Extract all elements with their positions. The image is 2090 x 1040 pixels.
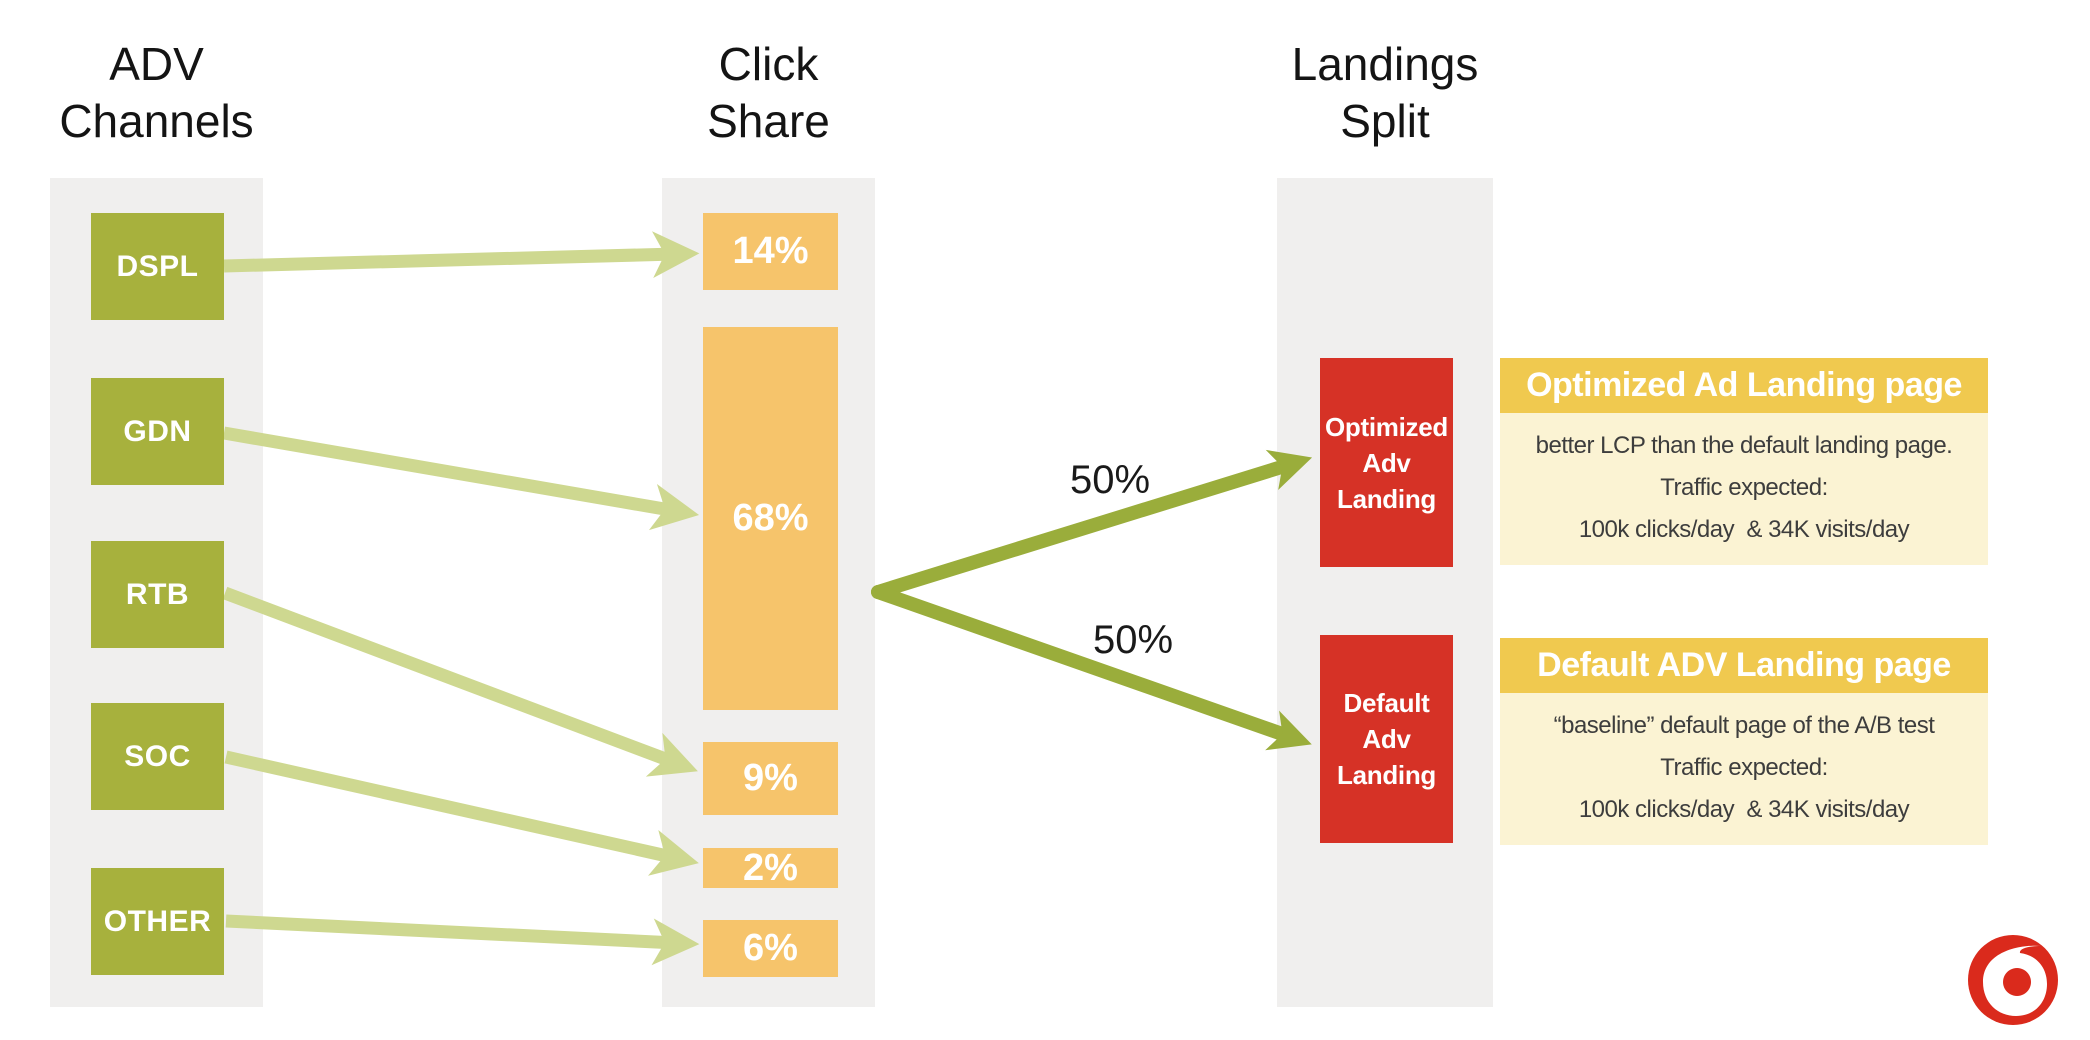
share-value-9: 9% (743, 757, 798, 799)
info-optimized-line1: better LCP than the default landing page… (1535, 432, 1953, 459)
arrow-rtb-to-9 (222, 586, 698, 777)
landings-split-title: Landings Split (1257, 36, 1513, 150)
share-value-2: 2% (743, 846, 798, 889)
info-box-optimized-header: Optimized Ad Landing page (1500, 358, 1988, 413)
channel-label-rtb: RTB (125, 577, 190, 611)
landings-split-panel (1277, 178, 1493, 1007)
share-value-14: 14% (732, 230, 809, 272)
share-box-9: 9% (703, 742, 838, 815)
arrow-soc-to-2 (224, 750, 699, 876)
adv-channels-title-line1: ADV (109, 38, 204, 90)
share-box-14: 14% (703, 213, 838, 290)
share-box-2: 2% (703, 846, 838, 889)
share-box-68: 68% (703, 327, 838, 710)
landing-box-default: Default Adv Landing (1320, 635, 1453, 843)
adv-channels-title: ADV Channels (30, 36, 283, 150)
channel-label-soc: SOC (124, 739, 191, 773)
click-share-title-line2: Share (707, 95, 830, 147)
landing-default-line1: Default (1343, 688, 1430, 718)
landing-default-line2: Adv (1362, 724, 1411, 754)
landing-box-default-text: Default Adv Landing (1337, 685, 1436, 793)
info-optimized-line2: Traffic expected: (1660, 474, 1828, 501)
info-box-default: Default ADV Landing page “baseline” defa… (1500, 638, 1988, 845)
channel-box-rtb: RTB (91, 541, 224, 648)
split-label-top: 50% (1069, 458, 1151, 502)
landing-box-optimized: Optimized Adv Landing (1320, 358, 1453, 567)
arrow-dspl-to-14 (223, 231, 700, 279)
click-share-title-line1: Click (718, 38, 819, 90)
channel-box-other: OTHER (91, 868, 224, 975)
share-value-6: 6% (743, 927, 798, 969)
channel-label-gdn: GDN (123, 414, 192, 448)
landing-optimized-line3: Landing (1336, 483, 1436, 514)
landing-default-line3: Landing (1337, 760, 1436, 790)
channel-box-dspl: DSPL (91, 213, 224, 320)
click-share-title: Click Share (642, 36, 895, 150)
vodafone-logo-icon (1968, 935, 2058, 1025)
info-box-optimized: Optimized Ad Landing page better LCP tha… (1500, 358, 1988, 565)
info-default-line1: “baseline” default page of the A/B test (1553, 712, 1935, 739)
arrow-split-to-default (871, 585, 1312, 751)
arrow-split-to-optimized (871, 449, 1313, 599)
info-optimized-line3: 100k clicks/day & 34K visits/day (1578, 516, 1910, 543)
info-default-line3: 100k clicks/day & 34K visits/day (1578, 796, 1910, 823)
channel-label-dspl: DSPL (116, 249, 199, 283)
info-box-default-body: “baseline” default page of the A/B test … (1500, 693, 1988, 845)
arrow-other-to-6 (225, 914, 700, 966)
landing-optimized-line1: Optimized (1325, 411, 1448, 442)
info-default-line2: Traffic expected: (1660, 754, 1828, 781)
adv-channels-title-line2: Channels (59, 95, 254, 147)
split-label-bottom: 50% (1092, 618, 1174, 662)
channel-box-soc: SOC (91, 703, 224, 810)
info-box-optimized-body: better LCP than the default landing page… (1500, 413, 1988, 565)
channel-box-gdn: GDN (91, 378, 224, 485)
landing-box-optimized-text: Optimized Adv Landing (1325, 409, 1448, 517)
info-box-default-header: Default ADV Landing page (1500, 638, 1988, 693)
share-value-68: 68% (732, 497, 809, 539)
landings-split-title-line1: Landings (1291, 38, 1479, 90)
landing-optimized-line2: Adv (1362, 447, 1411, 478)
share-box-6: 6% (703, 920, 838, 977)
channel-label-other: OTHER (103, 904, 212, 938)
arrow-gdn-to-68 (222, 426, 700, 531)
landings-split-title-line2: Split (1340, 95, 1430, 147)
